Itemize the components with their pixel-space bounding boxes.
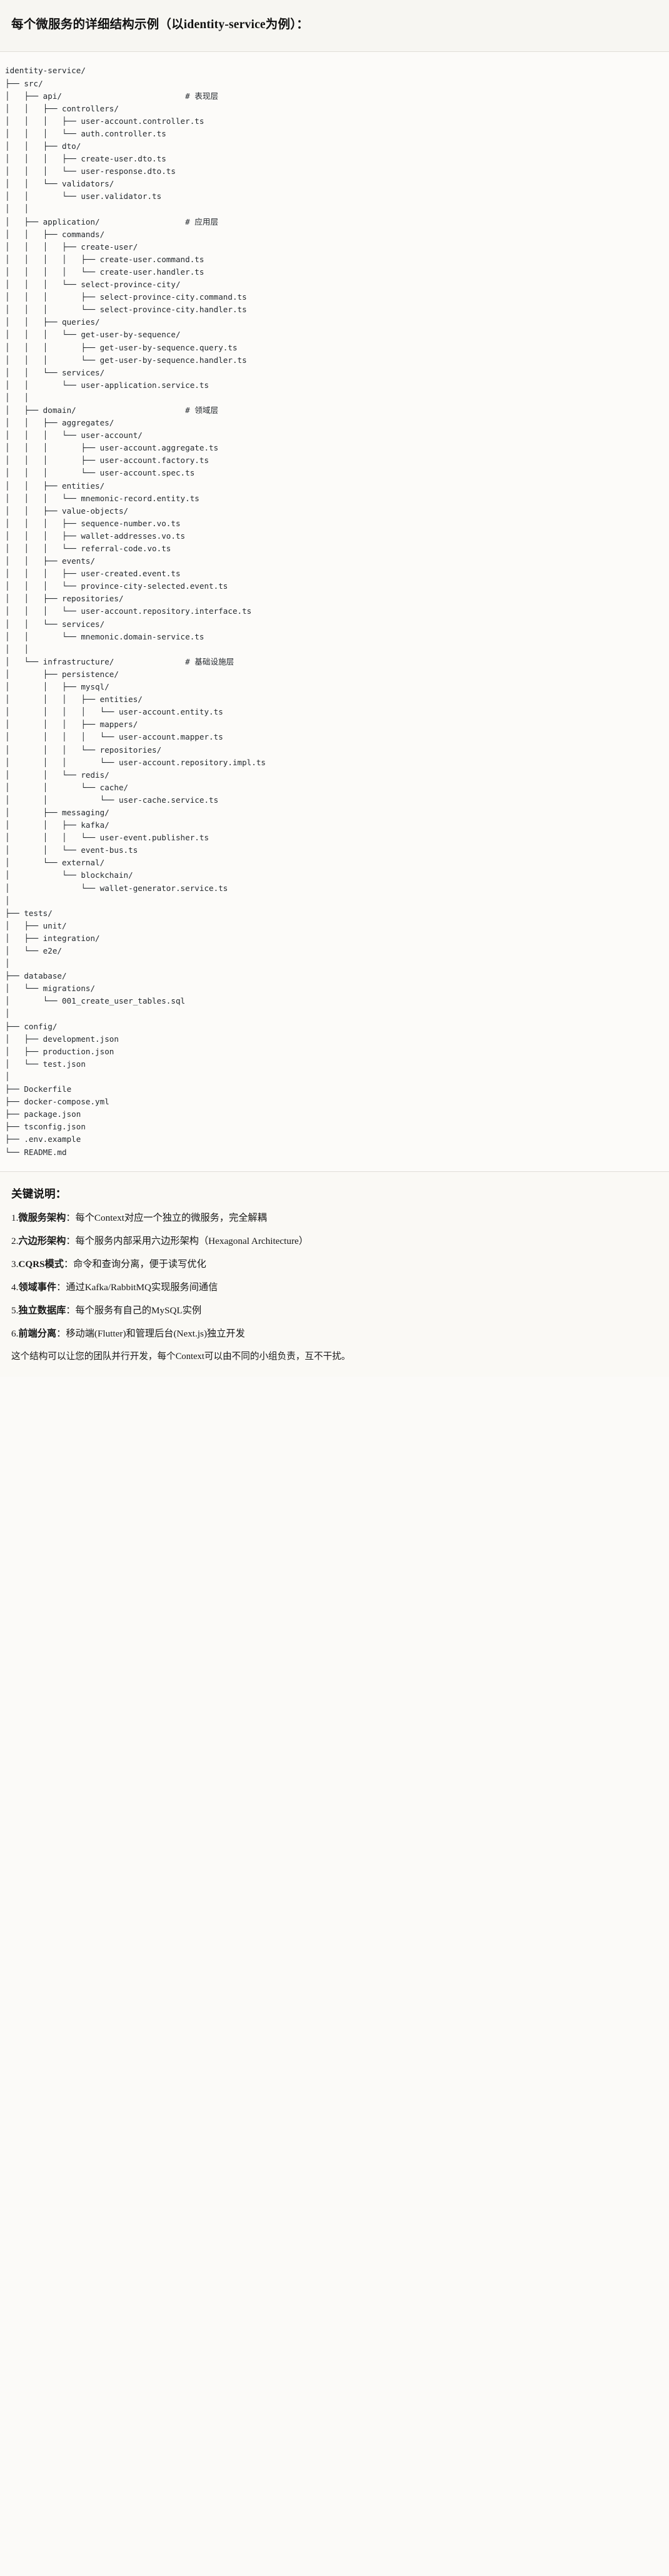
note-term: 独立数据库 — [18, 1305, 66, 1316]
heading-section: 每个微服务的详细结构示例（以identity-service为例）： — [0, 0, 669, 53]
page-root: 每个微服务的详细结构示例（以identity-service为例）： ident… — [0, 0, 669, 1377]
directory-tree: identity-service/ ├── src/ │ ├── api/ # … — [5, 66, 266, 1157]
note-index: 2. — [11, 1235, 19, 1246]
key-notes-list: 1.微服务架构：每个Context对应一个独立的微服务，完全解耦 2.六边形架构… — [11, 1211, 658, 1341]
list-item: 6.前端分离：移动端(Flutter)和管理后台(Next.js)独立开发 — [11, 1327, 658, 1341]
note-description: ：每个服务内部采用六边形架构（Hexagonal Architecture） — [66, 1235, 308, 1246]
list-item: 5.独立数据库：每个服务有自己的MySQL实例 — [11, 1304, 658, 1318]
note-index: 3. — [11, 1258, 19, 1270]
note-description: ：每个Context对应一个独立的微服务，完全解耦 — [66, 1212, 267, 1223]
note-description: ：每个服务有自己的MySQL实例 — [66, 1305, 202, 1316]
closing-paragraph: 这个结构可以让您的团队并行开发，每个Context可以由不同的小组负责，互不干扰… — [11, 1351, 351, 1362]
note-term: 前端分离 — [18, 1328, 57, 1339]
note-index: 6. — [11, 1328, 19, 1339]
note-term: CQRS模式 — [18, 1258, 64, 1270]
page-title: 每个微服务的详细结构示例（以identity-service为例）： — [11, 18, 309, 32]
list-item: 2.六边形架构：每个服务内部采用六边形架构（Hexagonal Architec… — [11, 1235, 658, 1248]
list-item: 1.微服务架构：每个Context对应一个独立的微服务，完全解耦 — [11, 1211, 658, 1225]
note-description: ：命令和查询分离，便于读写优化 — [63, 1258, 206, 1270]
directory-tree-section: identity-service/ ├── src/ │ ├── api/ # … — [0, 52, 669, 1172]
list-item: 3.CQRS模式：命令和查询分离，便于读写优化 — [11, 1258, 658, 1271]
key-notes-section: 关键说明： 1.微服务架构：每个Context对应一个独立的微服务，完全解耦 2… — [0, 1171, 669, 1377]
note-term: 六边形架构 — [18, 1235, 66, 1246]
note-index: 5. — [11, 1305, 19, 1316]
note-description: ：通过Kafka/RabbitMQ实现服务间通信 — [56, 1281, 218, 1293]
note-index: 1. — [11, 1212, 19, 1223]
note-index: 4. — [11, 1281, 19, 1293]
key-notes-title: 关键说明： — [11, 1187, 67, 1200]
note-term: 领域事件 — [18, 1281, 57, 1293]
note-term: 微服务架构 — [18, 1212, 66, 1223]
list-item: 4.领域事件：通过Kafka/RabbitMQ实现服务间通信 — [11, 1281, 658, 1295]
note-description: ：移动端(Flutter)和管理后台(Next.js)独立开发 — [56, 1328, 245, 1339]
